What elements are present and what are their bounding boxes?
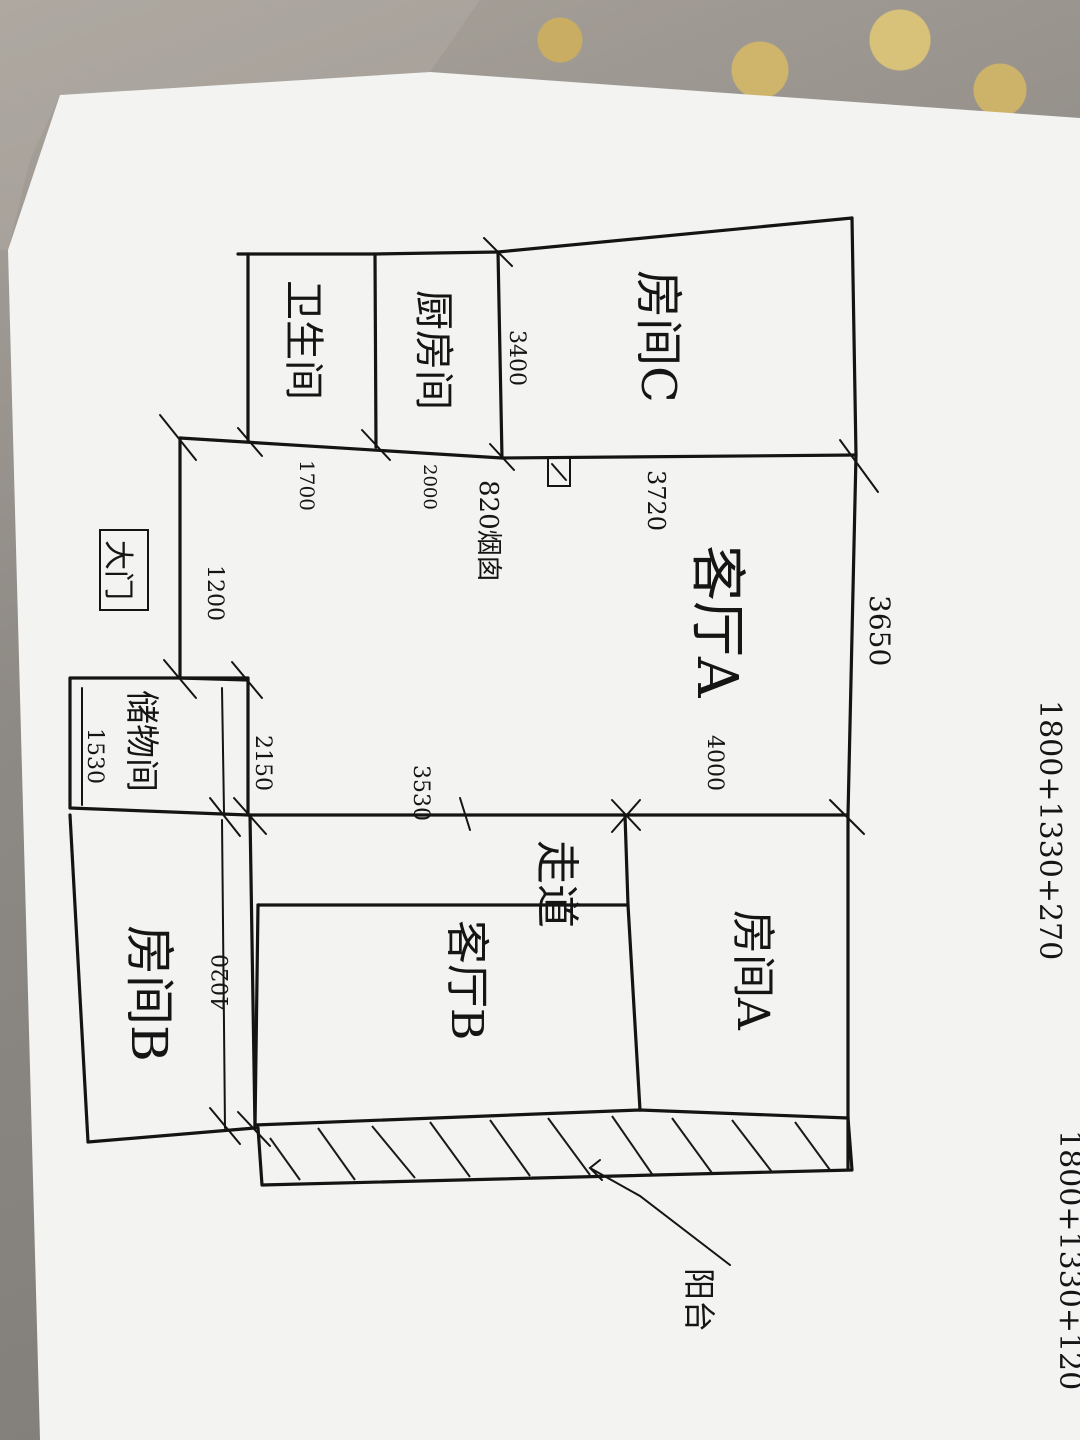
label-front-door: 大门 (100, 540, 135, 600)
dim-1530: 1530 (82, 728, 107, 784)
storage-inner-line-right (221, 687, 225, 813)
dim-1200: 1200 (202, 565, 227, 621)
dim-820: 820烟囱 (473, 480, 503, 582)
label-room-c: 房间C (630, 270, 686, 403)
label-bathroom: 卫生间 (280, 280, 326, 400)
paper-sheet (8, 72, 1080, 1440)
dimension-ticks (159, 237, 879, 1147)
label-storage: 储物间 (121, 690, 161, 792)
label-room-b: 房间B (120, 925, 178, 1062)
wall-room-a-left (623, 813, 642, 1112)
wall-right (846, 216, 858, 1120)
balcony-walls (256, 1116, 854, 1187)
room-b-walls (68, 813, 257, 1144)
label-kitchen: 厨房间 (410, 290, 456, 410)
label-living-b: 客厅B (441, 920, 492, 1040)
wall-top (236, 216, 854, 256)
label-balcony: 阳台 (680, 1268, 718, 1332)
room-b-inner-line (221, 819, 226, 1129)
formula-edge: 1800+1330+120 (1052, 1130, 1080, 1390)
dim-1700: 1700 (295, 460, 319, 511)
balcony-hatching (269, 1115, 831, 1181)
wall-roomc-kitchen (496, 250, 504, 460)
dim-2150: 2150 (250, 735, 275, 791)
dim-4000: 4000 (702, 735, 727, 791)
wall-kitchen-bath (373, 252, 378, 449)
living-b-left (253, 903, 260, 1130)
dim-3720: 3720 (642, 470, 670, 531)
label-corridor: 走道 (531, 840, 582, 928)
balcony-pointer (589, 1167, 731, 1266)
wall-balcony-top (253, 1108, 850, 1127)
dim-3530: 3530 (408, 765, 433, 821)
dim-3650: 3650 (863, 595, 896, 666)
dim-3400: 3400 (504, 330, 529, 386)
formula-main: 1800+1330+270 (1032, 700, 1067, 960)
dim-4020: 4020 (209, 954, 234, 1010)
label-room-a: 房间A (727, 910, 778, 1031)
label-living-a: 客厅A (684, 545, 749, 698)
front-door-box (99, 529, 149, 611)
chimney-box (547, 457, 571, 487)
paper-shadow (0, 0, 480, 250)
chimney-box-mark (551, 463, 567, 481)
dim-2000: 2000 (419, 464, 440, 510)
balcony-pointer-head (588, 1159, 603, 1181)
